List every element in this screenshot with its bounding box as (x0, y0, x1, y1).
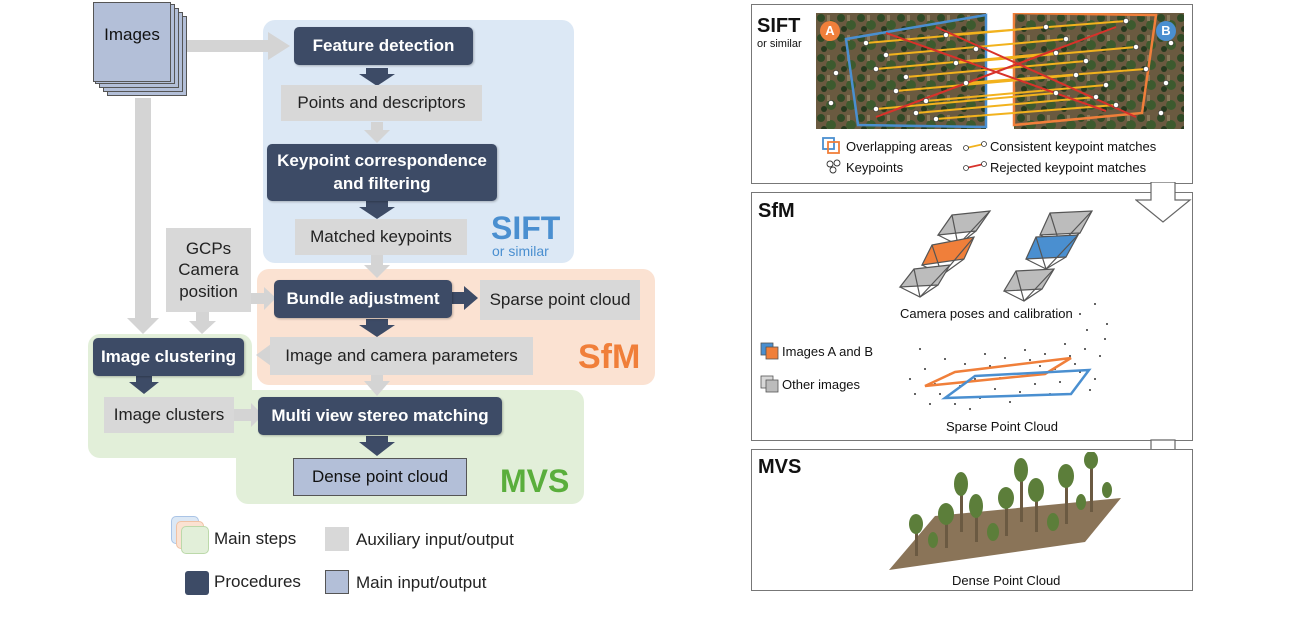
marker-b-circle (1156, 21, 1176, 41)
overlap-legend-icon (822, 137, 840, 154)
gcps-line3: position (179, 281, 238, 301)
bundle-adjustment-box: Bundle adjustment (274, 280, 452, 318)
keypoints (828, 18, 1174, 122)
legend-images-ab: Images A and B (782, 344, 874, 359)
camera-poses (898, 210, 1094, 302)
sift-label: SIFT (491, 210, 561, 246)
legend-main-steps: Main steps (214, 529, 297, 548)
aerial-image-pair (816, 13, 1184, 129)
marker-b-label: B (1161, 23, 1171, 38)
sparse-point-cloud-box: Sparse point cloud (480, 280, 640, 320)
legend-main-steps-swatch (171, 516, 209, 554)
camera-other-3 (898, 264, 952, 298)
mvs-matching-box: Multi view stereo matching (258, 397, 502, 435)
arrow-down-icon (1135, 182, 1192, 223)
images-label: Images (93, 2, 171, 82)
gcps-camera-box: GCPs Camera position (166, 228, 251, 312)
dense-point-cloud-box: Dense point cloud (293, 458, 467, 496)
image-clustering-box: Image clustering (93, 338, 244, 376)
sparse-point-cloud-graphic (909, 303, 1108, 410)
keypoint-correspondence-line2: and filtering (333, 173, 431, 193)
keypoint-correspondence-line1: Keypoint correspondence (277, 151, 487, 171)
gcps-line2: Camera (178, 260, 239, 280)
legend-other-images: Other images (782, 377, 861, 392)
legend-main-io: Main input/output (356, 573, 487, 592)
images-ab-legend-icon (760, 342, 779, 360)
other-images-legend-icon (760, 375, 779, 393)
sfm-panel-title: SfM (758, 200, 795, 222)
overlap-area-b (1012, 13, 1158, 127)
legend-procedures: Procedures (214, 572, 301, 591)
camera-caption: Camera poses and calibration (900, 306, 1073, 321)
legend-overlap: Overlapping areas (846, 139, 953, 154)
panel-arrows (1135, 182, 1192, 472)
camera-image-b (1025, 234, 1080, 270)
legend-aux-io: Auxiliary input/output (356, 530, 514, 549)
mvs-panel (751, 449, 1193, 591)
points-descriptors-box: Points and descriptors (281, 85, 482, 121)
keypoints-legend-icon (826, 159, 841, 174)
mvs-panel-title: MVS (758, 456, 802, 478)
marker-a-circle (820, 21, 840, 41)
camera-other-4 (1002, 268, 1056, 302)
dense-caption: Dense Point Cloud (952, 573, 1061, 588)
camera-other-1 (936, 210, 992, 246)
sift-panel-title: SIFT (757, 15, 801, 37)
dense-point-cloud-graphic (889, 452, 1121, 570)
rejected-match-icon (963, 161, 987, 171)
legend-main-io-swatch (325, 570, 349, 594)
sparse-points (909, 303, 1108, 410)
legend-aux-swatch (325, 527, 349, 551)
overlap-area-a (844, 13, 988, 129)
consistent-match-icon (963, 141, 987, 151)
matched-keypoints-box: Matched keypoints (295, 219, 467, 255)
flow-arrows (127, 32, 478, 456)
images-stack: Images (93, 2, 187, 98)
trees (909, 452, 1112, 556)
image-camera-params-box: Image and camera parameters (270, 337, 533, 375)
sparse-caption: Sparse Point Cloud (946, 419, 1059, 434)
gcps-line1: GCPs (185, 239, 232, 259)
legend-consistent: Consistent keypoint matches (990, 139, 1157, 154)
image-clusters-box: Image clusters (104, 397, 234, 433)
legend-procedures-swatch (185, 571, 209, 595)
marker-a-label: A (825, 23, 835, 38)
legend-rejected: Rejected keypoint matches (990, 160, 1147, 175)
sparse-footprint-b (941, 368, 1092, 400)
mvs-label: MVS (500, 463, 570, 499)
sfm-label: SfM (578, 338, 641, 376)
sift-sub-label: or similar (492, 243, 549, 259)
rejected-matches (875, 26, 1137, 118)
sift-panel-subtitle: or similar (757, 38, 802, 50)
legend-keypoints: Keypoints (846, 160, 904, 175)
keypoint-correspondence-box: Keypoint correspondence and filtering (267, 144, 497, 201)
sparse-footprint-a (924, 356, 1072, 388)
feature-detection-box: Feature detection (294, 27, 473, 65)
